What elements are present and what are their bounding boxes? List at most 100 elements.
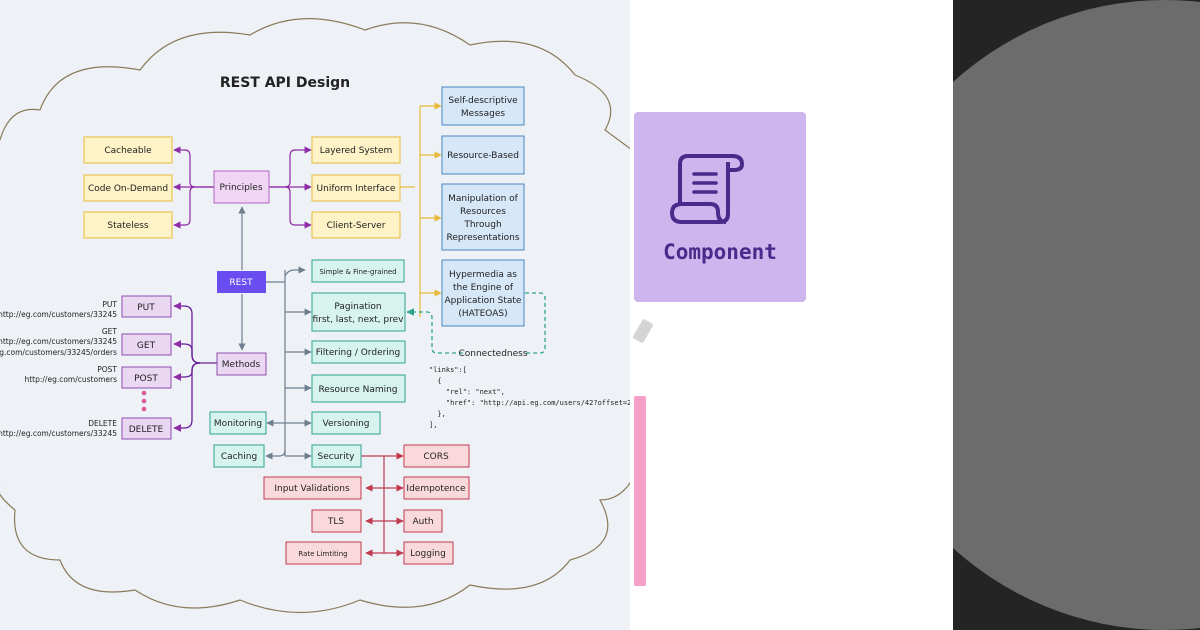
svg-text:http://eg.com/customers/33245: http://eg.com/customers/33245 — [0, 310, 117, 319]
principles-node: Principles — [213, 170, 270, 204]
component-card: Component — [634, 112, 806, 302]
component-label: Component — [663, 240, 777, 264]
svg-text:PUT: PUT — [102, 300, 117, 309]
security-idempotence: Idempotence — [403, 476, 470, 500]
svg-text:Self-descriptive: Self-descriptive — [448, 96, 518, 106]
method-post: POST — [121, 366, 172, 389]
svg-text:Methods: Methods — [222, 360, 261, 370]
cloud-outline — [0, 18, 630, 614]
svg-text:the Engine of: the Engine of — [453, 283, 514, 293]
dark-background — [953, 0, 1200, 630]
svg-text:TLS: TLS — [327, 517, 345, 527]
svg-text:},: }, — [429, 410, 446, 418]
svg-text:Filtering / Ordering: Filtering / Ordering — [316, 348, 400, 358]
hateoas-code-sample: "links":[ { "rel": "next", "href": "http… — [429, 366, 630, 429]
svg-text:Pagination: Pagination — [334, 302, 381, 312]
svg-text:Principles: Principles — [219, 183, 262, 193]
practice-caching: Caching — [213, 444, 265, 468]
security-input-validations: Input Validations — [263, 476, 362, 500]
svg-text:Security: Security — [318, 452, 356, 462]
svg-text:],: ], — [429, 421, 437, 429]
svg-text:{: { — [429, 377, 442, 385]
rest-root-node: REST — [217, 271, 266, 293]
security-logging: Logging — [403, 541, 454, 565]
methods-node: Methods — [216, 352, 267, 376]
svg-text:"links":[: "links":[ — [429, 366, 467, 374]
svg-text:Cacheable: Cacheable — [104, 146, 152, 156]
svg-text:Client-Server: Client-Server — [327, 221, 386, 231]
principle-cacheable: Cacheable — [83, 136, 173, 164]
security-cors: CORS — [403, 444, 470, 468]
svg-text:Resources: Resources — [460, 207, 506, 217]
pink-accent-bar — [634, 396, 646, 586]
svg-text:Hypermedia as: Hypermedia as — [449, 270, 517, 280]
ui-hateoas: Hypermedia as the Engine of Application … — [441, 259, 525, 327]
svg-text:Stateless: Stateless — [107, 221, 149, 231]
svg-text:Auth: Auth — [412, 517, 433, 527]
svg-text:POST: POST — [97, 365, 117, 374]
svg-text:Representations: Representations — [446, 233, 519, 243]
svg-text:Through: Through — [463, 220, 501, 230]
principle-client-server: Client-Server — [311, 211, 401, 239]
diagram-panel: REST API Design — [0, 0, 630, 630]
principle-code-on-demand: Code On-Demand — [83, 174, 173, 202]
rest-api-diagram: REST API Design — [0, 18, 630, 614]
ui-manipulation: Manipulation of Resources Through Repres… — [441, 183, 525, 251]
svg-text:"href": "http://api.eg.com/use: "href": "http://api.eg.com/users/42?offs… — [429, 399, 630, 407]
svg-text:DELETE: DELETE — [88, 419, 117, 428]
principle-uniform-interface: Uniform Interface — [311, 174, 401, 202]
svg-text:Idempotence: Idempotence — [406, 484, 466, 494]
practice-pagination: Pagination first, last, next, prev — [311, 292, 406, 332]
diagram-title: REST API Design — [220, 75, 350, 91]
practice-versioning: Versioning — [311, 411, 381, 435]
svg-text:Manipulation of: Manipulation of — [448, 194, 519, 204]
svg-text:DELETE: DELETE — [129, 425, 164, 435]
svg-text:GET: GET — [137, 341, 156, 351]
svg-text:Messages: Messages — [461, 109, 505, 119]
svg-text:Code On-Demand: Code On-Demand — [88, 184, 168, 194]
svg-text:Rate Limtiting: Rate Limtiting — [298, 550, 347, 558]
svg-text:first, last, next, prev: first, last, next, prev — [312, 315, 404, 325]
svg-text:Simple & Fine-grained: Simple & Fine-grained — [319, 268, 396, 276]
svg-text:Input Validations: Input Validations — [274, 484, 350, 494]
ui-resource-based: Resource-Based — [441, 135, 525, 175]
decorative-mark — [632, 318, 654, 344]
svg-text:CORS: CORS — [423, 452, 449, 462]
security-auth: Auth — [403, 509, 443, 533]
svg-text:http://eg.com/customers/33245: http://eg.com/customers/33245 — [0, 429, 117, 438]
svg-text:http://eg.com/customers: http://eg.com/customers — [24, 375, 117, 384]
security-rate-limiting: Rate Limtiting — [285, 541, 362, 565]
svg-text:GET: GET — [102, 327, 118, 336]
svg-text:POST: POST — [134, 374, 158, 384]
security-tls: TLS — [311, 509, 362, 533]
ui-self-descriptive: Self-descriptive Messages — [441, 86, 525, 126]
method-delete: DELETE — [121, 417, 172, 440]
practice-naming: Resource Naming — [311, 374, 406, 403]
method-get: GET — [121, 333, 172, 356]
practice-security: Security — [311, 444, 362, 468]
svg-text:Monitoring: Monitoring — [214, 419, 262, 429]
practice-filtering: Filtering / Ordering — [311, 340, 406, 364]
svg-text:Caching: Caching — [221, 452, 257, 462]
scroll-icon — [670, 154, 744, 224]
svg-text:Logging: Logging — [410, 549, 446, 559]
principle-layered-system: Layered System — [311, 136, 401, 164]
connectors — [141, 102, 546, 557]
principle-stateless: Stateless — [83, 211, 173, 239]
svg-text:(HATEOAS): (HATEOAS) — [458, 309, 507, 319]
decorative-circle — [953, 0, 1200, 630]
svg-text:Resource Naming: Resource Naming — [318, 385, 397, 395]
svg-text:Resource-Based: Resource-Based — [447, 151, 519, 161]
svg-text:Application State: Application State — [445, 296, 522, 306]
practice-simple: Simple & Fine-grained — [311, 259, 405, 283]
practice-monitoring: Monitoring — [209, 411, 267, 435]
svg-text:http://eg.com/customers/33245: http://eg.com/customers/33245 — [0, 337, 117, 346]
method-put: PUT — [121, 295, 172, 318]
svg-text:Layered System: Layered System — [320, 146, 393, 156]
svg-text:PUT: PUT — [137, 303, 155, 313]
svg-text:REST: REST — [229, 278, 253, 288]
svg-text:"rel": "next",: "rel": "next", — [429, 388, 505, 396]
svg-text:http://eg.com/customers/33245/: http://eg.com/customers/33245/orders — [0, 348, 117, 357]
svg-text:Uniform Interface: Uniform Interface — [317, 184, 396, 194]
endpoint-labels: PUT http://eg.com/customers/33245 GET ht… — [0, 300, 117, 438]
